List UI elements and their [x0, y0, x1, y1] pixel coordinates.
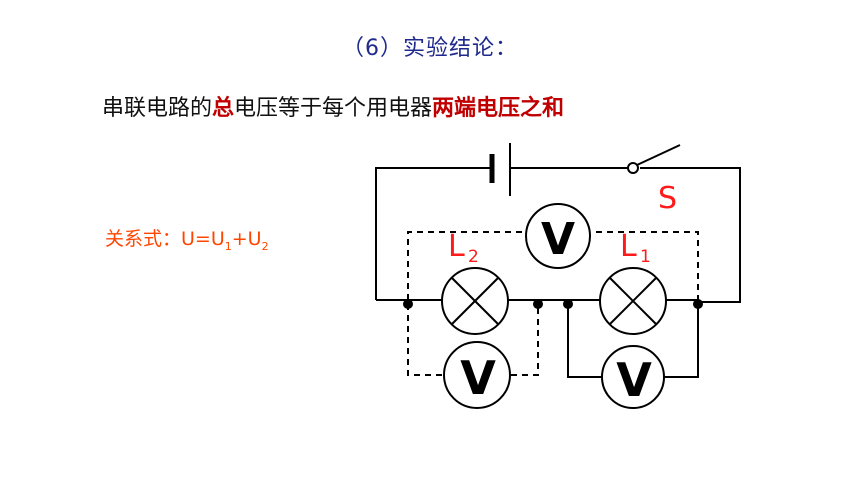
- voltmeter-l1: V: [601, 345, 665, 409]
- lamp2-label-sub: 2: [468, 247, 479, 267]
- wire-l1-voltmeter: [567, 304, 699, 378]
- formula-prefix: 关系式：U=U: [105, 228, 225, 250]
- switch-label: S: [658, 181, 677, 216]
- wire-top-voltmeter-left: [407, 231, 522, 300]
- junction-dot: [563, 299, 573, 309]
- wire-l2-voltmeter: [407, 304, 539, 376]
- voltmeter-l2: V: [443, 341, 511, 409]
- lamp-l2: [441, 267, 509, 335]
- relation-formula: 关系式：U=U1+U2: [105, 224, 269, 253]
- section-title: （6）实验结论：: [342, 36, 518, 61]
- junction-dot: [403, 299, 413, 309]
- lamp1-label-sub: 1: [640, 247, 651, 267]
- formula-sub1: 1: [224, 239, 232, 253]
- svg-text:V: V: [460, 351, 496, 405]
- switch-lever: [636, 144, 681, 166]
- conclusion-highlight-total: 总: [212, 96, 235, 121]
- junction-dot: [693, 299, 703, 309]
- voltmeter-total: V: [525, 203, 591, 269]
- conclusion-part1: 串联电路的: [102, 96, 213, 121]
- lamp2-label: L: [448, 229, 465, 264]
- wire-switch-right: [640, 167, 741, 303]
- conclusion-highlight-sum: 两端电压之和: [432, 96, 565, 121]
- formula-mid: +U: [231, 228, 262, 250]
- svg-text:V: V: [616, 353, 652, 407]
- junction-dot: [533, 299, 543, 309]
- conclusion-text: 串联电路的总电压等于每个用电器两端电压之和: [102, 90, 564, 122]
- wire-left-main: [375, 167, 492, 300]
- switch-pivot: [627, 162, 639, 174]
- lamp-l1: [599, 267, 667, 335]
- lamp1-label: L: [620, 229, 637, 264]
- wire-top-voltmeter-right: [596, 231, 699, 300]
- conclusion-part2: 电压等于每个用电器: [234, 96, 433, 121]
- formula-sub2: 2: [261, 239, 269, 253]
- svg-text:V: V: [541, 214, 575, 265]
